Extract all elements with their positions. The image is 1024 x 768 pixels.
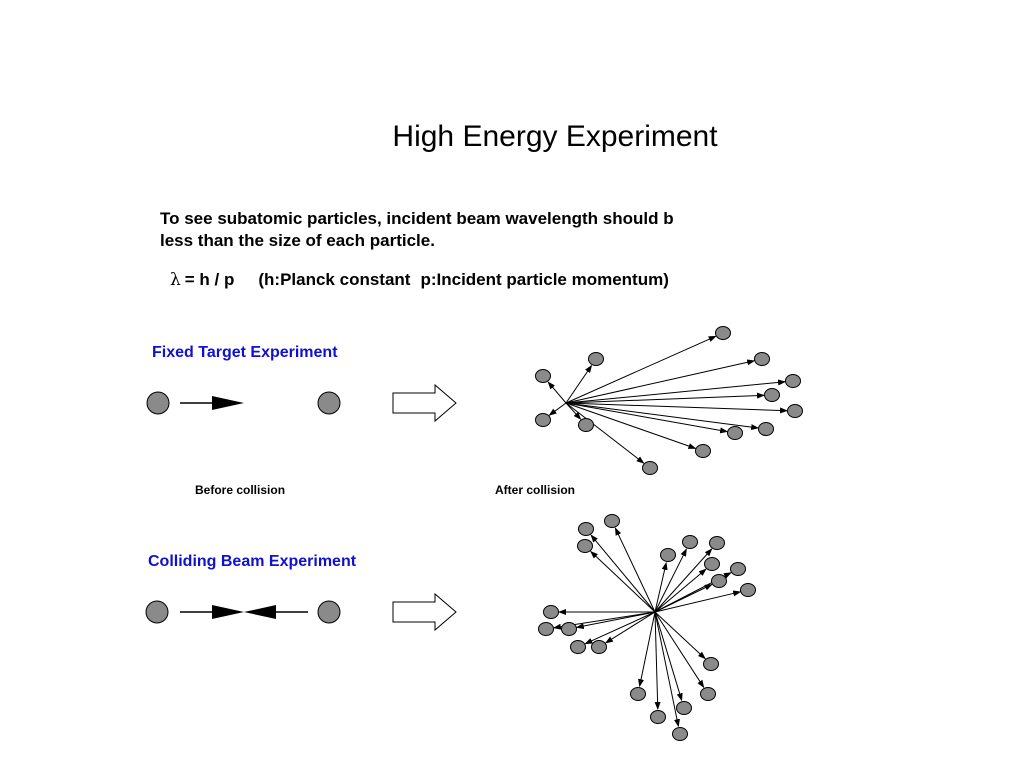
fixed-scatter-track-4 (565, 359, 756, 404)
fixed-scatter-particle-5 (785, 374, 801, 388)
fixed-scatter-particle-13 (535, 413, 551, 427)
intro-text: To see subatomic particles, incident bea… (160, 208, 805, 252)
fixed-scatter-particle-2 (588, 352, 604, 366)
fixed-scatter-particle-1 (715, 326, 731, 340)
colliding-scatter-track-15 (604, 611, 656, 644)
before-collision-caption: Before collision (195, 483, 286, 497)
colliding-scatter-track-20 (654, 611, 661, 710)
fixed-scatter-particle-7 (787, 404, 803, 418)
colliding-scatter-particle-10 (740, 583, 756, 597)
colliding-beam-heading: Colliding Beam Experiment (148, 553, 357, 570)
colliding-scatter-particle-20 (650, 710, 666, 724)
wavelength-formula: λ= h / p (h:Planck constant p:Incident par… (170, 270, 669, 290)
fixed-target-heading: Fixed Target Experiment (152, 344, 338, 361)
colliding-after-spray (538, 514, 756, 741)
colliding-scatter-track-14 (584, 611, 656, 645)
fixed-before-group (146, 391, 341, 415)
colliding-scatter-particle-21 (672, 727, 688, 741)
colliding-scatter-track-21 (654, 611, 680, 728)
colliding-scatter-particle-16 (703, 657, 719, 671)
colliding-scatter-particle-19 (676, 701, 692, 715)
intro-line-1: To see subatomic particles, incident bea… (160, 209, 674, 228)
colliding-scatter-track-16 (654, 611, 706, 660)
fixed-scatter-track-5 (565, 379, 786, 404)
fixed-transition-arrow (392, 383, 457, 423)
colliding-scatter-track-19 (654, 611, 683, 702)
beam-particle-left (145, 600, 169, 624)
colliding-scatter-track-5 (654, 548, 687, 613)
slide-title: High Energy Experiment (392, 120, 718, 153)
incident-beam-arrowhead (212, 396, 244, 410)
colliding-scatter-track-1 (614, 527, 656, 613)
colliding-scatter-particle-2 (578, 522, 594, 536)
fixed-scatter-particle-11 (642, 461, 658, 475)
colliding-scatter-particle-12 (538, 622, 554, 636)
colliding-transition-arrow (392, 592, 457, 632)
colliding-scatter-track-2 (590, 534, 656, 613)
formula-explanation-planck: (h:Planck constant (258, 270, 411, 289)
fixed-scatter-track-2 (565, 364, 593, 404)
colliding-scatter-track-13 (575, 611, 656, 629)
formula-equation: = h / p (184, 270, 235, 289)
fixed-scatter-particle-12 (578, 418, 594, 432)
after-collision-caption: After collision (495, 483, 576, 497)
colliding-scatter-track-4 (654, 561, 668, 613)
fixed-scatter-track-9 (565, 402, 729, 434)
fixed-scatter-particle-4 (754, 352, 770, 366)
fixed-scatter-particle-9 (727, 426, 743, 440)
colliding-scatter-particle-17 (700, 687, 716, 701)
fixed-scatter-track-12 (565, 402, 582, 420)
target-particle (317, 391, 341, 415)
colliding-scatter-track-3 (590, 550, 656, 613)
fixed-scatter-track-8 (565, 402, 760, 431)
colliding-scatter-particle-4 (660, 548, 676, 562)
fixed-scatter-track-6 (565, 392, 765, 404)
colliding-scatter-particle-11 (543, 605, 559, 619)
colliding-scatter-track-6 (654, 548, 713, 613)
left-beam-arrowhead (212, 605, 244, 619)
colliding-scatter-particle-13 (561, 622, 577, 636)
fixed-after-spray (535, 326, 803, 475)
intro-line-2: less than the size of each particle. (160, 231, 435, 250)
lambda-symbol: λ (170, 270, 181, 290)
colliding-scatter-particle-8 (730, 562, 746, 576)
incident-particle (146, 391, 170, 415)
right-beam-arrowhead (244, 605, 276, 619)
fixed-scatter-particle-6 (764, 388, 780, 402)
colliding-scatter-particle-15 (591, 640, 607, 654)
fixed-scatter-particle-10 (695, 444, 711, 458)
fixed-scatter-track-13 (548, 402, 567, 416)
colliding-scatter-track-7 (654, 568, 707, 613)
colliding-scatter-particle-5 (682, 535, 698, 549)
colliding-scatter-track-18 (638, 611, 656, 688)
fixed-scatter-particle-8 (758, 422, 774, 436)
fixed-scatter-track-3 (547, 381, 567, 404)
colliding-scatter-particle-9 (711, 574, 727, 588)
colliding-before-group (145, 600, 341, 624)
fixed-scatter-particle-3 (535, 369, 551, 383)
colliding-scatter-particle-1 (604, 514, 620, 528)
colliding-scatter-particle-7 (704, 557, 720, 571)
formula-explanation-momentum: p:Incident particle momentum) (420, 270, 669, 289)
colliding-scatter-track-17 (654, 611, 705, 689)
fixed-scatter-track-7 (565, 402, 788, 414)
colliding-scatter-particle-18 (630, 687, 646, 701)
beam-particle-right (317, 600, 341, 624)
colliding-scatter-particle-6 (709, 536, 725, 550)
colliding-scatter-track-9 (654, 584, 713, 613)
colliding-scatter-particle-3 (577, 539, 593, 553)
fixed-scatter-track-10 (565, 402, 697, 449)
fixed-scatter-track-1 (565, 335, 717, 404)
colliding-scatter-track-10 (654, 590, 742, 613)
colliding-scatter-particle-14 (570, 640, 586, 654)
